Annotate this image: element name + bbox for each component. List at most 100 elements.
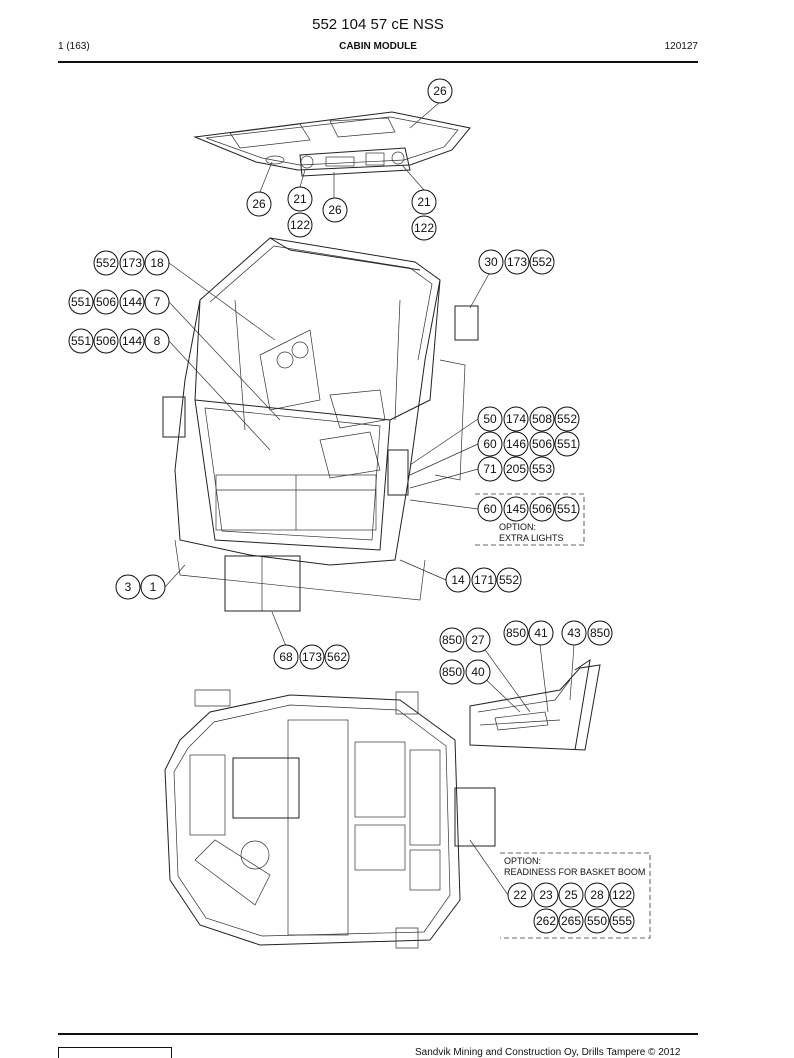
callout-number: 50 [483, 412, 497, 426]
callout-number: 562 [327, 650, 347, 664]
roof-panel-drawing [193, 111, 471, 177]
callout-number: 850 [506, 626, 526, 640]
callout-group: 262 265 550 555 [533, 908, 635, 934]
callout-number: 850 [442, 665, 462, 679]
callout-number: 145 [506, 502, 526, 516]
leader-lines [164, 101, 575, 896]
callout-number: 171 [474, 573, 494, 587]
callout-group: 26 [246, 191, 272, 217]
page-count: 1 (163) [58, 41, 90, 52]
callout-number: 144 [122, 334, 142, 348]
cabin-top-view-drawing [164, 689, 496, 949]
extra-lights-option-text: EXTRA LIGHTS [499, 533, 564, 543]
callout-group: 68 173 562 [273, 644, 350, 670]
callout-number: 21 [293, 192, 307, 206]
callout-number: 25 [564, 888, 578, 902]
callout-number: 552 [499, 573, 519, 587]
cabin-isometric-drawing [162, 237, 479, 612]
callout-number: 265 [561, 914, 581, 928]
callout-number: 8 [154, 334, 161, 348]
header-rule [58, 61, 698, 63]
callout-group: 850 40 [439, 659, 491, 685]
callout-number: 18 [150, 256, 164, 270]
callout-number: 850 [590, 626, 610, 640]
callout-number: 7 [154, 295, 161, 309]
callout-group: 60 146 506 551 [477, 431, 580, 457]
callout-number: 146 [506, 437, 526, 451]
callout-number: 551 [557, 437, 577, 451]
callout-number: 173 [302, 650, 322, 664]
callout-number: 506 [96, 334, 116, 348]
callout-number: 68 [279, 650, 293, 664]
callout-number: 30 [484, 255, 498, 269]
callout-group: 71 205 553 [477, 456, 555, 482]
callout-group: 551 506 144 8 [68, 328, 170, 354]
callout-group: 50 174 508 552 [477, 406, 580, 432]
callout-number: 1 [150, 580, 157, 594]
callout-number: 506 [96, 295, 116, 309]
callout-number: 22 [513, 888, 527, 902]
callout-number: 60 [483, 437, 497, 451]
callout-group: 60 145 506 551 [477, 496, 580, 522]
callout-number: 21 [417, 195, 431, 209]
section-title: CABIN MODULE [339, 41, 417, 52]
callout-group: 22 23 25 28 122 [507, 882, 635, 908]
callout-group: 21 122 [287, 186, 313, 238]
callout-bubbles: 26 26 21 122 26 21 122 552 173 18 551 50… [68, 78, 635, 934]
callout-number: 551 [71, 295, 91, 309]
callout-number: 173 [122, 256, 142, 270]
callout-number: 60 [483, 502, 497, 516]
callout-number: 552 [557, 412, 577, 426]
callout-number: 506 [532, 437, 552, 451]
callout-group: 21 122 [411, 189, 437, 241]
footer-rule [58, 1033, 698, 1035]
callout-number: 122 [414, 221, 434, 235]
document-number: 552 104 57 cE NSS [312, 16, 444, 33]
callout-number: 551 [557, 502, 577, 516]
callout-number: 23 [539, 888, 553, 902]
callout-number: 555 [612, 914, 632, 928]
callout-group: 552 173 18 [93, 250, 170, 276]
callout-number: 43 [567, 626, 581, 640]
callout-number: 122 [290, 218, 310, 232]
callout-number: 27 [471, 633, 485, 647]
callout-number: 508 [532, 412, 552, 426]
callout-group: 43 850 [561, 620, 613, 646]
callout-number: 552 [532, 255, 552, 269]
option-notes: OPTION: EXTRA LIGHTS OPTION: READINESS F… [499, 522, 645, 877]
callout-group: 850 27 [439, 627, 491, 653]
callout-number: 174 [506, 412, 526, 426]
detail-view-drawing [469, 658, 601, 751]
callout-number: 26 [252, 197, 266, 211]
callout-group: 30 173 552 [478, 249, 555, 275]
callout-group: 850 41 [503, 620, 554, 646]
callout-group: 26 [322, 197, 348, 223]
callout-number: 205 [506, 462, 526, 476]
callout-number: 3 [125, 580, 132, 594]
callout-number: 14 [451, 573, 465, 587]
basket-boom-option-label: OPTION: [504, 856, 541, 866]
callout-number: 28 [590, 888, 604, 902]
callout-number: 122 [612, 888, 632, 902]
callout-number: 41 [534, 626, 548, 640]
callout-number: 262 [536, 914, 556, 928]
callout-group: 3 1 [115, 574, 166, 600]
option-frames [475, 493, 651, 939]
callout-number: 144 [122, 295, 142, 309]
callout-group: 14 171 552 [445, 567, 522, 593]
extra-lights-option-label: OPTION: [499, 522, 536, 532]
callout-number: 71 [483, 462, 497, 476]
callout-number: 550 [587, 914, 607, 928]
callout-number: 553 [532, 462, 552, 476]
callout-number: 551 [71, 334, 91, 348]
callout-number: 26 [433, 84, 447, 98]
callout-number: 26 [328, 203, 342, 217]
document-date: 120127 [664, 41, 698, 52]
basket-boom-option-text: READINESS FOR BASKET BOOM [504, 867, 645, 877]
callout-number: 40 [471, 665, 485, 679]
callout-number: 173 [507, 255, 527, 269]
callout-group: 26 [427, 78, 453, 104]
callout-group: 551 506 144 7 [68, 289, 170, 315]
callout-number: 506 [532, 502, 552, 516]
